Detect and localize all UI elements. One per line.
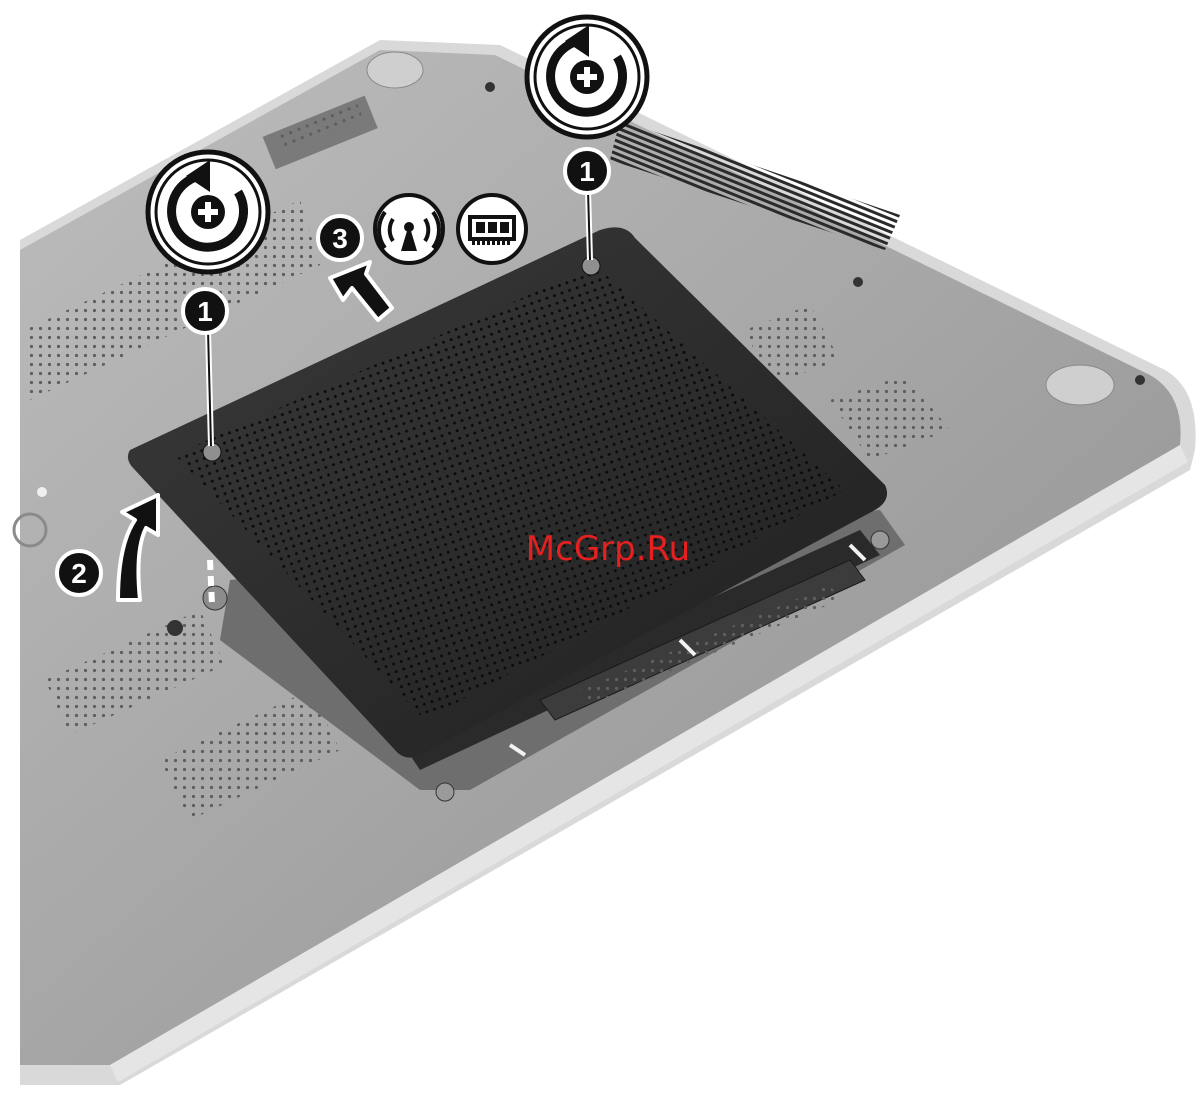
screw — [436, 783, 454, 801]
memory-module-icon — [458, 195, 526, 263]
step-callout-1: 1 — [565, 149, 609, 193]
watermark-text: McGrp.Ru — [526, 529, 690, 569]
step-callout-1: 1 — [183, 289, 227, 333]
step-callout-3: 3 — [318, 216, 362, 260]
rotate-counterclockwise-screw-icon — [148, 152, 268, 272]
step-number: 1 — [197, 296, 213, 327]
step-number: 2 — [71, 558, 87, 589]
screw — [871, 531, 889, 549]
step-number: 1 — [579, 156, 595, 187]
rubber-foot — [367, 52, 423, 88]
rubber-foot — [1046, 365, 1114, 405]
step-number: 3 — [332, 223, 348, 254]
wireless-antenna-icon — [375, 195, 443, 263]
rotate-counterclockwise-screw-icon — [527, 17, 647, 137]
step-callout-2: 2 — [57, 551, 101, 595]
